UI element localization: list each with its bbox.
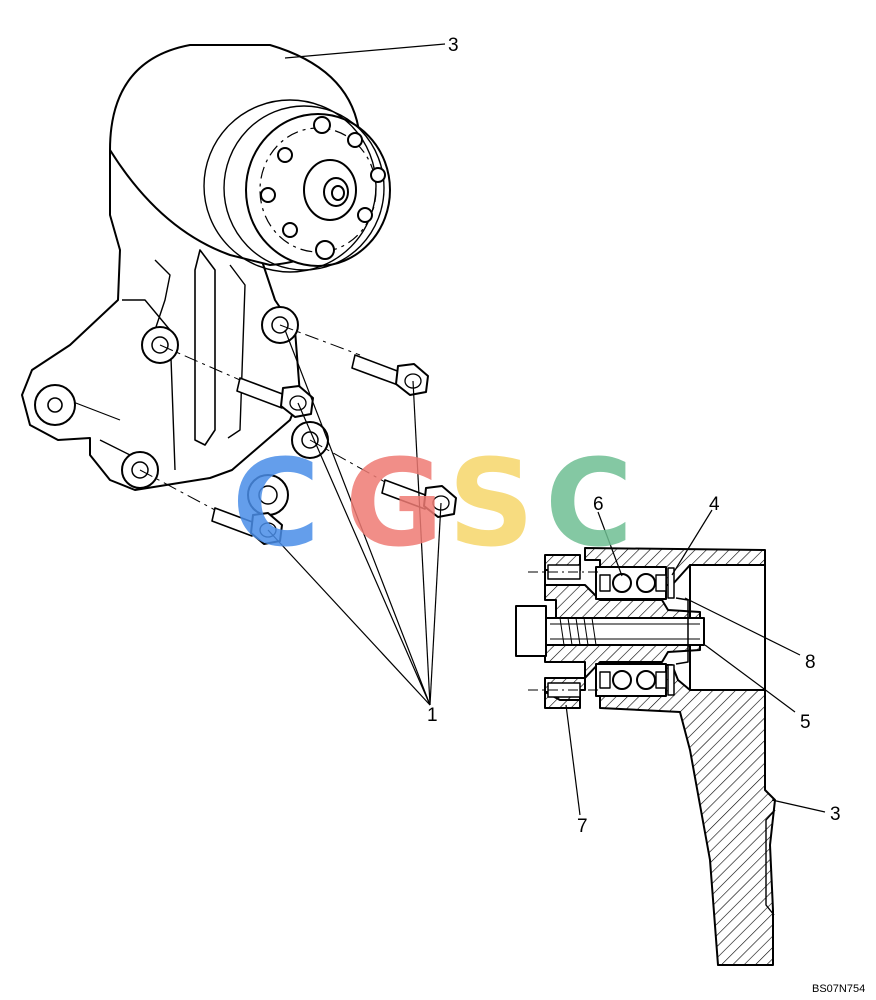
hub-shaft-upper <box>544 569 701 619</box>
leader-lines <box>267 43 826 816</box>
snap-ring-upper <box>667 567 675 599</box>
callout-7: 7 <box>577 816 588 837</box>
callout-3-section: 3 <box>830 804 841 825</box>
snap-ring-lower <box>667 664 675 696</box>
fan-drive-assembly-view <box>21 44 457 545</box>
capscrew-1 <box>351 354 429 396</box>
callout-1: 1 <box>427 705 438 726</box>
watermark: C G S C <box>232 435 633 574</box>
watermark-letter: C <box>232 435 320 574</box>
callout-3-top: 3 <box>448 35 459 56</box>
housing-lower <box>599 664 776 966</box>
watermark-letter: G <box>345 435 444 574</box>
center-bolt-head <box>515 605 547 657</box>
callout-4: 4 <box>709 494 720 515</box>
spacer <box>675 597 689 665</box>
watermark-letter: S <box>448 435 534 574</box>
callout-6: 6 <box>593 494 604 515</box>
callout-labels: 3 1 6 4 8 5 7 3 <box>427 35 841 837</box>
callout-5: 5 <box>800 712 811 733</box>
figure-reference: BS07N754 <box>812 983 865 995</box>
capscrew-2 <box>236 377 314 418</box>
sectional-view <box>515 547 776 966</box>
bearing-lower <box>595 663 667 697</box>
callout-8: 8 <box>805 652 816 673</box>
bearing-upper <box>595 566 667 600</box>
watermark-letter: C <box>545 435 633 574</box>
